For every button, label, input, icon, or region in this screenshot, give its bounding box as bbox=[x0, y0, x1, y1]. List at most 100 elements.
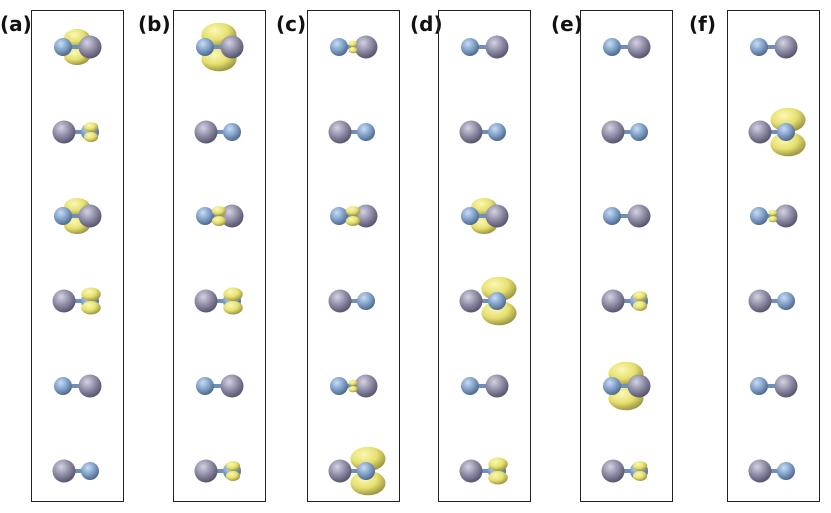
p4-r3-density-upper-lobe bbox=[632, 291, 648, 301]
p5-r5-c-atom bbox=[748, 459, 772, 483]
p3-r0-c-atom bbox=[485, 35, 509, 59]
p2-r3-n-atom bbox=[357, 292, 375, 310]
panel-e-frame bbox=[580, 10, 673, 502]
p2-r4-density-lower-lobe bbox=[348, 386, 358, 393]
p2-r5-n-atom bbox=[357, 462, 375, 480]
p0-r2-c-atom bbox=[78, 204, 102, 228]
p4-r1-n-atom bbox=[630, 123, 648, 141]
p0-r0-n-atom bbox=[54, 38, 72, 56]
p5-r1-density-lower-lobe bbox=[770, 132, 806, 157]
p1-r4-n-atom bbox=[196, 377, 214, 395]
p4-r5-density-upper-lobe bbox=[632, 461, 648, 471]
p3-r3-c-atom bbox=[459, 289, 483, 313]
p0-r5-n-atom bbox=[81, 462, 99, 480]
p4-r0-c-atom bbox=[627, 35, 651, 59]
p0-r0-c-atom bbox=[78, 35, 102, 59]
p3-r1-c-atom bbox=[459, 120, 483, 144]
p1-r5-c-atom bbox=[194, 459, 218, 483]
p5-r3-c-atom bbox=[748, 289, 772, 313]
p5-r0-n-atom bbox=[750, 38, 768, 56]
panel-a-frame bbox=[31, 10, 124, 502]
p3-r5-density-upper-lobe bbox=[488, 457, 508, 471]
p0-r1-density-lower-lobe bbox=[83, 132, 99, 142]
p2-r1-c-atom bbox=[328, 120, 352, 144]
p3-r3-density-lower-lobe bbox=[481, 301, 517, 326]
panel-label-c: (c) bbox=[276, 12, 307, 36]
p5-r4-c-atom bbox=[774, 374, 798, 398]
panel-c-frame bbox=[307, 10, 400, 502]
p2-r0-density-lower-lobe bbox=[348, 47, 358, 54]
panel-b-frame bbox=[173, 10, 266, 502]
p5-r0-c-atom bbox=[774, 35, 798, 59]
p3-r5-density-lower-lobe bbox=[488, 471, 508, 485]
p5-r4-n-atom bbox=[750, 377, 768, 395]
p0-r1-c-atom bbox=[52, 120, 76, 144]
p3-r5-c-atom bbox=[459, 459, 483, 483]
p2-r4-density-upper-lobe bbox=[348, 379, 358, 386]
p0-r5-c-atom bbox=[52, 459, 76, 483]
panel-label-b: (b) bbox=[138, 12, 171, 36]
p1-r4-c-atom bbox=[220, 374, 244, 398]
p5-r2-density-upper-lobe bbox=[768, 209, 778, 217]
p2-r0-density-upper-lobe bbox=[348, 40, 358, 47]
panel-f-frame bbox=[727, 10, 820, 502]
p3-r4-n-atom bbox=[461, 377, 479, 395]
p1-r2-n-atom bbox=[196, 207, 214, 225]
p2-r5-c-atom bbox=[328, 459, 352, 483]
p4-r4-c-atom bbox=[627, 374, 651, 398]
p2-r0-c-atom bbox=[354, 35, 378, 59]
p3-r3-density-upper-lobe bbox=[481, 276, 517, 301]
p5-r2-density-lower-lobe bbox=[768, 216, 778, 223]
p0-r2-n-atom bbox=[54, 207, 72, 225]
p2-r5-density-lower-lobe bbox=[350, 471, 386, 496]
p4-r3-c-atom bbox=[601, 289, 625, 313]
p4-r4-n-atom bbox=[603, 377, 621, 395]
p1-r1-n-atom bbox=[223, 123, 241, 141]
p2-r2-density-upper-lobe bbox=[345, 206, 361, 216]
p1-r2-density-upper-lobe bbox=[211, 206, 227, 216]
panel-d-frame bbox=[438, 10, 531, 502]
p0-r3-c-atom bbox=[52, 289, 76, 313]
p0-r4-c-atom bbox=[78, 374, 102, 398]
p1-r1-c-atom bbox=[194, 120, 218, 144]
p1-r3-density-upper-lobe bbox=[223, 287, 243, 301]
p0-r3-density-lower-lobe bbox=[81, 301, 101, 315]
p3-r0-n-atom bbox=[461, 38, 479, 56]
p3-r3-n-atom bbox=[488, 292, 506, 310]
p3-r2-n-atom bbox=[461, 207, 479, 225]
p1-r0-c-atom bbox=[220, 35, 244, 59]
p1-r2-c-atom bbox=[220, 204, 244, 228]
p0-r1-density-upper-lobe bbox=[83, 122, 99, 132]
p1-r2-density-lower-lobe bbox=[211, 216, 227, 226]
p2-r0-n-atom bbox=[330, 38, 348, 56]
p1-r0-n-atom bbox=[196, 38, 214, 56]
panel-label-d: (d) bbox=[410, 12, 443, 36]
p2-r2-density-lower-lobe bbox=[345, 216, 361, 226]
p4-r5-density-lower-lobe bbox=[632, 471, 648, 481]
p4-r5-c-atom bbox=[601, 459, 625, 483]
p4-r0-n-atom bbox=[603, 38, 621, 56]
p1-r5-density-lower-lobe bbox=[225, 471, 241, 481]
p5-r3-n-atom bbox=[777, 292, 795, 310]
p2-r2-c-atom bbox=[354, 204, 378, 228]
p5-r2-c-atom bbox=[774, 204, 798, 228]
p2-r3-c-atom bbox=[328, 289, 352, 313]
p3-r2-c-atom bbox=[485, 204, 509, 228]
p3-r4-c-atom bbox=[485, 374, 509, 398]
panel-label-e: (e) bbox=[551, 12, 583, 36]
p5-r5-n-atom bbox=[777, 462, 795, 480]
panel-label-f: (f) bbox=[689, 12, 716, 36]
p4-r1-c-atom bbox=[601, 120, 625, 144]
p4-r3-density-lower-lobe bbox=[632, 301, 648, 311]
p0-r4-n-atom bbox=[54, 377, 72, 395]
p4-r2-n-atom bbox=[603, 207, 621, 225]
p5-r1-n-atom bbox=[777, 123, 795, 141]
p1-r3-c-atom bbox=[194, 289, 218, 313]
p0-r3-density-upper-lobe bbox=[81, 287, 101, 301]
p2-r4-c-atom bbox=[354, 374, 378, 398]
p4-r2-c-atom bbox=[627, 204, 651, 228]
p2-r2-n-atom bbox=[330, 207, 348, 225]
p2-r4-n-atom bbox=[330, 377, 348, 395]
p3-r1-n-atom bbox=[488, 123, 506, 141]
